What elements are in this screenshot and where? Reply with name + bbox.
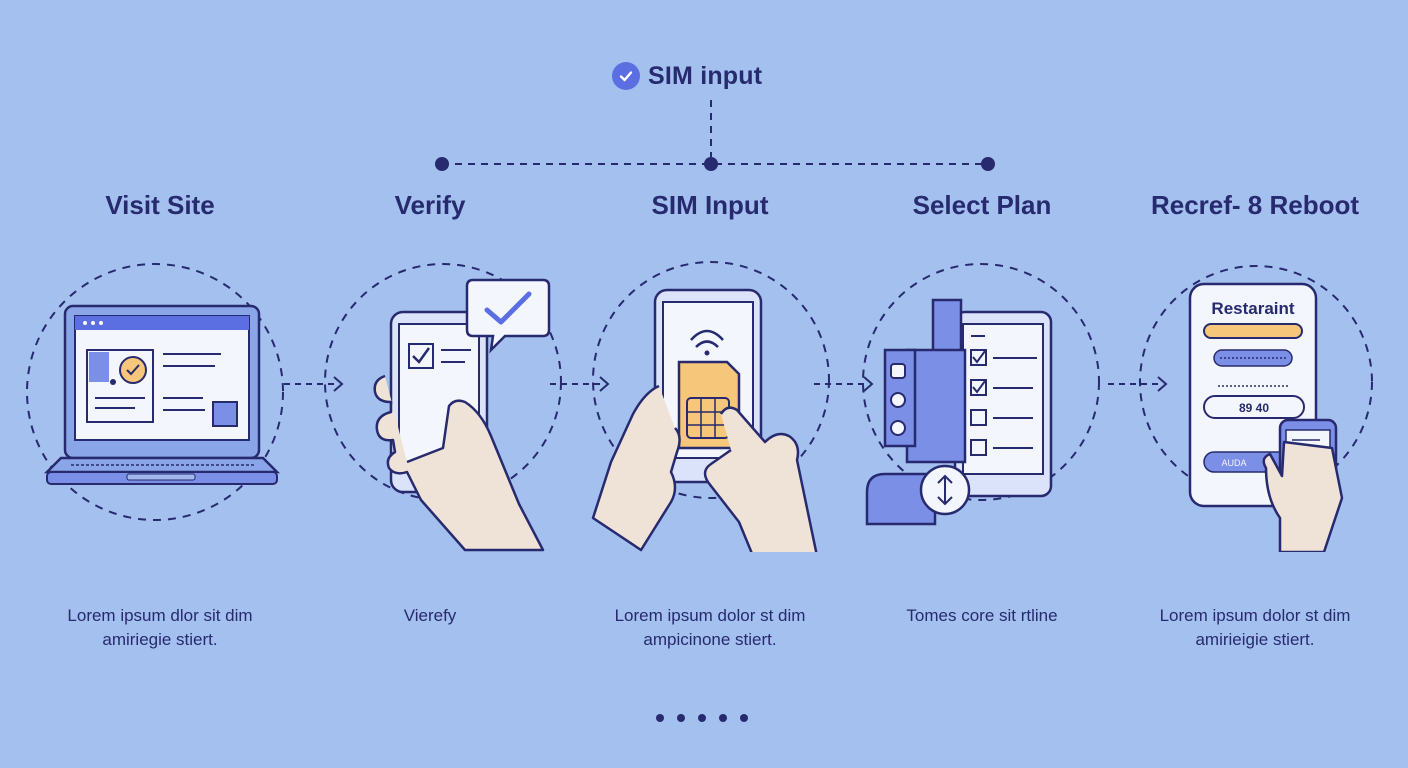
reboot-screen-field: 89 40 — [1239, 401, 1269, 415]
arrow-right-icon — [814, 376, 874, 392]
reboot-screen-pill: AUDA — [1221, 458, 1246, 468]
pagination-dot[interactable] — [677, 714, 685, 722]
top-label-text: SIM input — [648, 61, 763, 90]
node-dot — [981, 157, 995, 171]
step-title: Recref- 8 Reboot — [1150, 190, 1360, 220]
step-title: Visit Site — [105, 190, 215, 220]
step-description: Lorem ipsum dlor sit dim amiriegie stier… — [25, 604, 295, 652]
step-title: Verify — [394, 190, 466, 220]
step-description-line: amiriegie stiert. — [102, 630, 218, 649]
arrow-right-icon — [1108, 376, 1168, 392]
check-circle-icon — [612, 62, 640, 90]
reboot-phone-icon: Restaraint 89 40 AUDA — [1139, 265, 1373, 552]
step-description-line: Vierefy — [403, 606, 457, 625]
pagination-dot[interactable] — [698, 714, 706, 722]
pagination-dot[interactable] — [740, 714, 748, 722]
step-description: Vierefy — [295, 604, 565, 628]
step-description-line: ampicinone stiert. — [643, 630, 777, 649]
pagination-dots — [656, 714, 748, 722]
step-description: Lorem ipsum dolor st dim amirieigie stie… — [1120, 604, 1390, 652]
sim-card-icon — [591, 261, 830, 552]
node-dot — [704, 157, 718, 171]
step-description-line: Tomes core sit rtline — [906, 606, 1058, 625]
step-title: SIM Input — [651, 190, 769, 220]
step-description-line: Lorem ipsum dolor st dim — [1159, 606, 1351, 625]
pagination-dot[interactable] — [656, 714, 664, 722]
step-description-line: Lorem ipsum dolor st dim — [614, 606, 806, 625]
step-description-line: amirieigie stiert. — [1195, 630, 1315, 649]
node-dot — [435, 157, 449, 171]
top-label: SIM input — [612, 58, 762, 94]
step-title: Select Plan — [912, 190, 1052, 220]
step-description: Tomes core sit rtline — [847, 604, 1117, 628]
phone-check-icon — [324, 263, 562, 552]
reboot-screen-title: Restaraint — [1211, 299, 1294, 318]
step-description: Lorem ipsum dolor st dim ampicinone stie… — [575, 604, 845, 652]
arrow-right-icon — [284, 376, 344, 392]
arrow-right-icon — [550, 376, 610, 392]
step-description-line: Lorem ipsum dlor sit dim — [67, 606, 253, 625]
laptop-icon — [26, 263, 284, 521]
checklist-icon — [862, 263, 1100, 526]
pagination-dot[interactable] — [719, 714, 727, 722]
